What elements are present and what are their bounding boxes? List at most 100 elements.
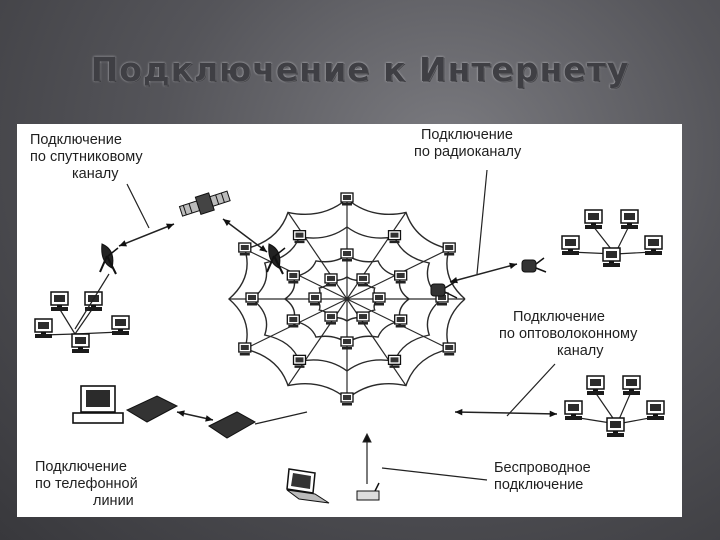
computer-icon <box>286 270 300 284</box>
satellite-dish-icon <box>99 243 119 275</box>
label-fiber-line3: каналу <box>557 343 604 359</box>
satellite-dish-icon <box>266 243 286 275</box>
arrowhead-icon <box>259 245 267 252</box>
computer-icon <box>561 235 580 255</box>
arrowhead-icon <box>223 219 231 226</box>
label-satellite-line1: Подключение <box>30 132 122 148</box>
computer-icon <box>644 235 663 255</box>
internet-connection-diagram: Подключение по спутниковому каналу Подкл… <box>17 124 682 517</box>
computer-icon <box>245 292 259 306</box>
computer-icon <box>286 314 300 328</box>
computer-icon <box>394 270 408 284</box>
computer-icon <box>586 375 605 395</box>
label-pointer-line <box>381 467 488 481</box>
computer-icon <box>308 292 322 306</box>
arrowhead-icon <box>166 223 174 230</box>
label-satellite-line3: каналу <box>72 166 119 182</box>
web-ring <box>227 198 466 400</box>
web-spoke <box>346 298 407 386</box>
computer-icon <box>71 333 90 353</box>
label-radio-line2: по радиоканалу <box>414 144 522 160</box>
label-pointer-line <box>126 183 150 229</box>
computer-icon <box>238 242 252 256</box>
radio-antenna-icon <box>521 257 547 273</box>
laptop-icon <box>286 468 330 504</box>
arrowhead-icon <box>509 262 517 270</box>
lan-cable <box>74 273 110 330</box>
computer-icon <box>442 242 456 256</box>
computer-icon <box>394 314 408 328</box>
connection-line <box>449 263 518 283</box>
computer-icon <box>620 209 639 229</box>
web-spoke <box>346 212 407 300</box>
label-phone-line3: линии <box>93 493 134 509</box>
lan-cable <box>58 307 76 335</box>
connection-line <box>222 218 268 253</box>
connection-arrows <box>118 169 558 484</box>
computer-icon <box>584 209 603 229</box>
label-phone-line2: по телефонной <box>35 476 138 492</box>
label-fiber-line1: Подключение <box>513 309 605 325</box>
label-radio-line1: Подключение <box>421 127 513 143</box>
computer-icon <box>442 342 456 356</box>
computer-icon <box>50 291 69 311</box>
slide-title: Подключение к Интернету <box>90 50 630 89</box>
computer-icon <box>564 400 583 420</box>
access-point-icon <box>356 482 380 501</box>
web-spoke <box>287 212 348 300</box>
computer-icon <box>34 318 53 338</box>
device-icons <box>34 190 665 504</box>
computer-icon <box>238 342 252 356</box>
label-wireless: Беспроводное подключение <box>494 460 591 494</box>
network-diagram-canvas <box>34 169 665 504</box>
computer-icon <box>292 354 307 368</box>
computer-icon <box>340 392 354 406</box>
radio-antenna-icon <box>430 281 458 299</box>
label-satellite: Подключение по спутниковому каналу <box>30 132 143 183</box>
computer-icon <box>340 192 354 206</box>
arrowhead-icon <box>177 410 185 417</box>
arrowhead-icon <box>119 240 127 247</box>
lan-cable <box>74 307 94 335</box>
computer-icon <box>356 311 370 325</box>
computer-icon <box>646 400 665 420</box>
connection-line <box>118 223 175 247</box>
arrowhead-icon <box>549 410 557 418</box>
label-pointer-line <box>506 363 556 417</box>
arrowhead-icon <box>205 415 213 422</box>
connection-line <box>454 411 558 415</box>
computer-icon <box>622 375 641 395</box>
label-phone: Подключение по телефонной линии <box>35 459 138 510</box>
arrowhead-icon <box>362 432 372 443</box>
computer-icon <box>340 336 354 350</box>
satellite-icon <box>178 190 231 217</box>
label-wireless-line2: подключение <box>494 477 584 493</box>
web-spoke <box>287 298 348 386</box>
label-pointer-line <box>254 411 308 425</box>
arrowhead-icon <box>455 408 463 416</box>
computer-icon <box>372 292 386 306</box>
computer-icon <box>340 248 354 262</box>
modem-icon <box>125 395 179 423</box>
computer-icon <box>324 273 338 287</box>
web-network-icon <box>227 198 466 400</box>
arrowhead-icon <box>450 276 458 284</box>
computer-icon <box>387 354 402 368</box>
computer-icon <box>387 229 402 244</box>
label-phone-line1: Подключение <box>35 459 127 475</box>
label-fiber-line2: по оптоволоконному <box>499 326 638 342</box>
web-ring <box>283 254 410 344</box>
computer-icon <box>602 247 621 267</box>
computer-icon <box>72 385 124 424</box>
computer-icon <box>356 273 370 287</box>
computer-icon <box>292 229 307 244</box>
computer-icon <box>111 315 130 335</box>
modem-icon <box>208 411 257 439</box>
label-radio: Подключение по радиоканалу <box>414 127 521 161</box>
label-wireless-line1: Беспроводное <box>494 460 591 476</box>
label-pointer-line <box>476 169 488 275</box>
computer-icon <box>324 311 338 325</box>
label-satellite-line2: по спутниковому <box>30 149 143 165</box>
label-fiber: Подключение по оптоволоконному каналу <box>499 309 637 360</box>
computer-icon <box>606 417 625 437</box>
